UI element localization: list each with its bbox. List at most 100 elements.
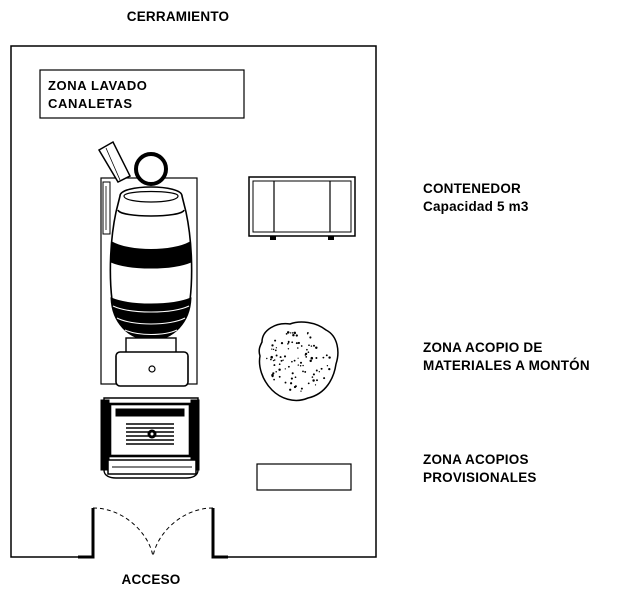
pile-speckle: [291, 341, 294, 344]
pile-speckle: [271, 348, 273, 350]
container-icon: [248, 176, 356, 240]
pile-speckle: [315, 357, 318, 359]
pile-speckle: [289, 388, 292, 391]
pile-speckle: [284, 368, 286, 370]
pile-speckle: [275, 370, 277, 373]
pile-speckle: [273, 359, 276, 361]
pile-speckle: [284, 381, 287, 384]
pile-speckle: [282, 359, 284, 361]
pile-speckle: [306, 333, 309, 335]
pile-speckle: [278, 368, 281, 371]
pile-speckle: [273, 378, 275, 381]
pile-speckle: [297, 347, 299, 349]
pile-speckle: [271, 373, 274, 377]
pile-speckle: [302, 364, 304, 367]
pile-speckle: [278, 375, 281, 378]
pile-speckle: [312, 379, 315, 382]
pile-zone-label: ZONA ACOPIO DE MATERIALES A MONTÓN: [423, 339, 590, 375]
pile-speckle: [305, 356, 308, 358]
pile-speckle: [307, 351, 310, 354]
enclosure-label: CERRAMIENTO: [126, 9, 230, 24]
pile-speckle: [322, 356, 325, 359]
pile-speckle: [290, 377, 293, 380]
pile-speckle: [304, 370, 307, 373]
pile-speckle: [287, 348, 290, 350]
pile-speckle: [285, 333, 288, 335]
pile-speckle: [270, 355, 273, 359]
pile-speckle: [280, 359, 283, 362]
pile-speckle: [272, 372, 275, 375]
pile-speckle: [297, 357, 299, 359]
pile-speckle: [325, 354, 328, 357]
pile-speckle: [320, 367, 323, 370]
pile-speckle: [316, 379, 318, 382]
pile-speckle: [314, 384, 317, 386]
pile-speckle: [271, 344, 274, 347]
provisional-zone-box: [256, 463, 352, 491]
pile-zone-label-line1: ZONA ACOPIO DE: [423, 340, 543, 355]
pile-speckle: [328, 367, 331, 371]
temp-zone-label: ZONA ACOPIOS PROVISIONALES: [423, 451, 537, 487]
pile-speckle: [312, 373, 315, 376]
pile-speckle: [309, 359, 312, 363]
pile-speckle: [328, 356, 331, 359]
pile-speckle: [290, 332, 292, 334]
pile-speckle: [315, 369, 318, 372]
pile-speckle: [279, 356, 282, 359]
material-pile-icon: [258, 321, 339, 402]
pile-speckle: [299, 361, 303, 364]
pile-speckle: [306, 348, 308, 351]
pile-speckle: [287, 331, 290, 334]
wash-zone-box: [39, 69, 245, 119]
pile-speckle: [312, 344, 316, 347]
pile-speckle: [287, 341, 290, 344]
pile-speckle: [310, 345, 313, 347]
access-label: ACCESO: [121, 572, 181, 587]
pile-speckle: [291, 360, 293, 363]
container-label-line1: CONTENEDOR: [423, 181, 522, 196]
pile-speckle: [300, 387, 303, 390]
pile-speckle: [283, 355, 287, 358]
pile-speckle: [291, 332, 294, 334]
pile-zone-label-line2: MATERIALES A MONTÓN: [423, 358, 590, 373]
pile-speckle: [266, 357, 268, 360]
pile-speckle: [307, 382, 310, 385]
pile-speckle: [292, 333, 295, 337]
pile-speckle: [300, 345, 303, 347]
pile-speckle: [315, 346, 318, 350]
enclosure-wall: [10, 45, 377, 558]
pile-speckle: [304, 352, 308, 356]
pile-speckle: [280, 341, 284, 345]
pile-speckle: [323, 377, 326, 380]
pile-speckle: [294, 376, 297, 379]
wash-zone-label-line2: CANALETAS: [48, 96, 133, 111]
pile-speckle: [309, 336, 312, 339]
wash-zone-label-line1: ZONA LAVADO: [48, 78, 148, 93]
pile-speckle: [300, 390, 302, 392]
pile-speckle: [310, 356, 314, 360]
pile-speckle: [272, 359, 275, 362]
pile-speckle: [293, 359, 296, 362]
pile-speckle: [273, 364, 276, 367]
pile-speckle: [278, 363, 281, 366]
pile-speckle: [295, 334, 298, 337]
concrete-mixer-truck-icon: [97, 140, 200, 479]
pile-speckle: [293, 331, 297, 335]
pile-speckle: [287, 343, 289, 345]
double-door-icon: [78, 507, 228, 559]
pile-speckle: [297, 364, 299, 366]
pile-speckle: [302, 370, 304, 373]
pile-speckle: [295, 342, 298, 345]
pile-speckle: [275, 347, 278, 349]
pile-speckle: [272, 348, 275, 351]
pile-speckle: [287, 365, 290, 368]
pile-speckle: [291, 372, 294, 375]
container-label-line2: Capacidad 5 m3: [423, 199, 529, 214]
pile-speckle: [326, 365, 329, 367]
pile-speckle: [297, 341, 300, 345]
pile-speckle: [274, 349, 277, 352]
pile-speckle: [311, 376, 314, 378]
pile-speckle: [274, 339, 277, 342]
pile-speckle: [275, 354, 278, 357]
